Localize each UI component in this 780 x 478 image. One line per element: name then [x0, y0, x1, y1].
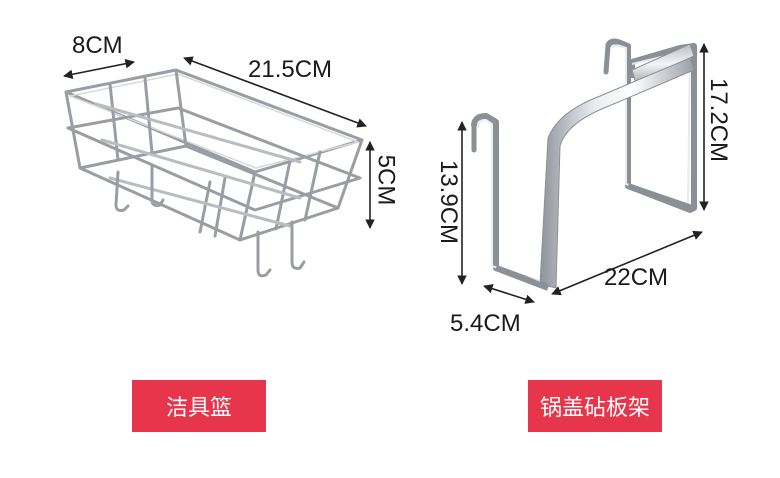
basket-length-label: 21.5CM — [248, 56, 333, 83]
rack-length-label: 22CM — [604, 264, 669, 291]
rack-dimension-lines — [457, 43, 709, 304]
rack-short-height-label: 13.9CM — [435, 159, 463, 245]
wire-basket-illustration — [64, 68, 364, 278]
rack-name-badge: 锅盖砧板架 — [528, 380, 662, 432]
rack-depth-label: 5.4CM — [450, 310, 521, 337]
basket-dimension-lines — [63, 56, 375, 229]
rack-tall-height-label: 17.2CM — [705, 77, 733, 163]
basket-depth-label: 8CM — [72, 32, 123, 59]
basket-name-badge: 洁具篮 — [132, 380, 266, 432]
lid-rack-illustration — [471, 38, 697, 291]
basket-height-label: 5CM — [372, 154, 400, 206]
